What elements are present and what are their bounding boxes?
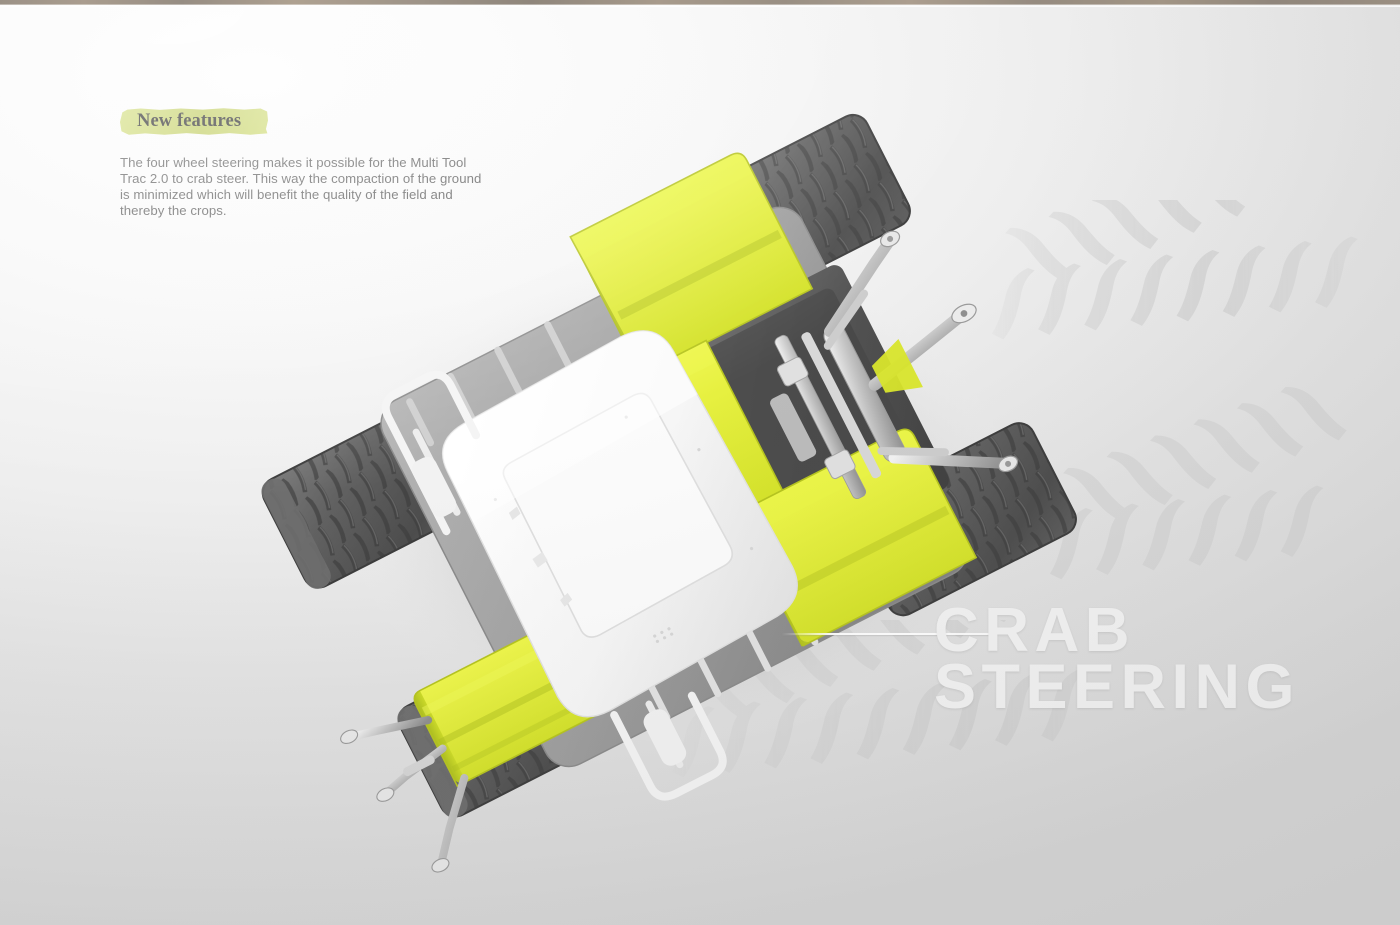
feature-description-text: The four wheel steering makes it possibl… <box>120 155 482 219</box>
headline-line-2: STEERING <box>933 652 1300 723</box>
new-features-badge: New features <box>120 106 268 138</box>
headline-block: CRAB STEERING <box>933 596 1300 723</box>
new-features-badge-label: New features <box>137 111 242 131</box>
top-edge-bleed-strip <box>0 0 1400 7</box>
feature-callout: New features The four wheel steering mak… <box>120 106 520 219</box>
headline-line-1: CRAB <box>933 596 1136 665</box>
